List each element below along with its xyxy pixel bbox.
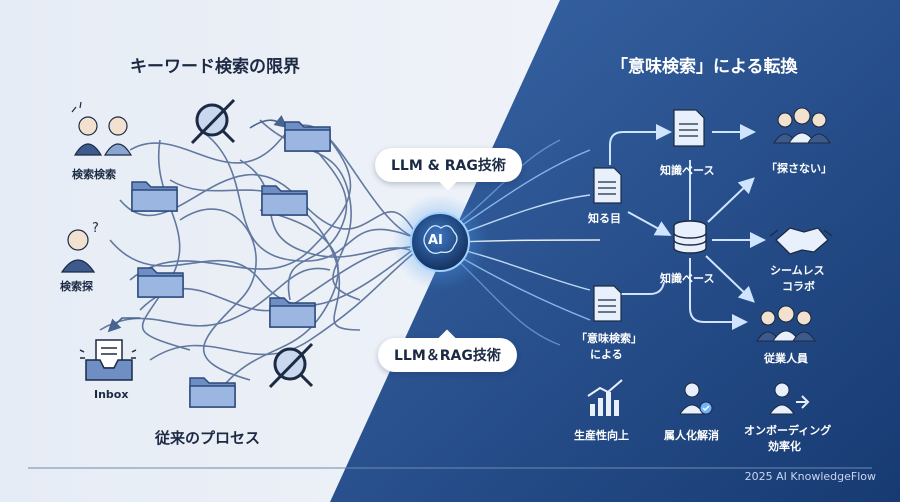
seamless-label-2: コラボ [782,280,815,293]
inbox-icon [79,339,137,381]
benefit-label-productivity: 生産性向上 [574,429,629,442]
benefit-label-silo: 属人化解消 [664,429,719,442]
confused-people-icon [71,101,133,156]
benefit-label-onboarding-2: 効率化 [768,440,801,453]
right-title: 「意味検索」による転換 [611,57,798,77]
document-icon [673,109,705,147]
footer-credit: 2025 AI KnowledgeFlow [744,470,876,483]
traditional-process-title: 従来のプロセス [155,429,261,447]
knowledge-base-top-label: 知識ベース [660,164,715,177]
confused-person-icon: ? [60,221,99,273]
no-search-label: 「探さない」 [766,162,832,175]
team-icon [773,107,831,144]
right-panel-bg [330,0,900,502]
folder-icon [137,267,184,298]
semantic-search-label-1: 「意味検索」 [576,332,642,345]
tech-pill-bottom: LLM＆RAG技術 [378,338,517,372]
database-icon [673,220,707,254]
inbox-label: Inbox [94,388,129,401]
ai-label: AI [428,233,443,248]
seamless-label-1: シームレス [770,264,825,277]
svg-text:?: ? [92,221,99,236]
employees-label: 従業人員 [764,352,808,365]
folder-icon [269,297,316,328]
search-explore-label: 検索探 [60,280,93,293]
growth-chart-icon [587,379,623,416]
team-icon [756,305,816,342]
left-title: キーワード検索の限界 [130,57,300,77]
keyword-search-label: 検索検索 [72,168,116,181]
no-search-icon [268,342,314,389]
folder-icon [284,121,331,152]
knowledge-eye-label: 知る目 [588,212,621,225]
knowledge-base-mid-label: 知識ベース [660,272,715,285]
no-search-icon [190,98,236,145]
semantic-search-label-2: による [590,348,623,361]
benefit-label-onboarding-1: オンボーディング [744,424,832,437]
onboarding-icon [769,382,810,415]
document-icon [593,167,622,204]
document-icon [593,285,622,322]
tech-pill-top: LLM & RAG技術 [375,148,522,182]
person-check-icon [679,382,713,415]
folder-icon [189,377,236,408]
network-arrows [609,124,766,330]
folder-icon [131,181,178,212]
ai-brain-icon [410,212,470,272]
handshake-icon [769,227,833,255]
folder-icon [261,185,308,216]
